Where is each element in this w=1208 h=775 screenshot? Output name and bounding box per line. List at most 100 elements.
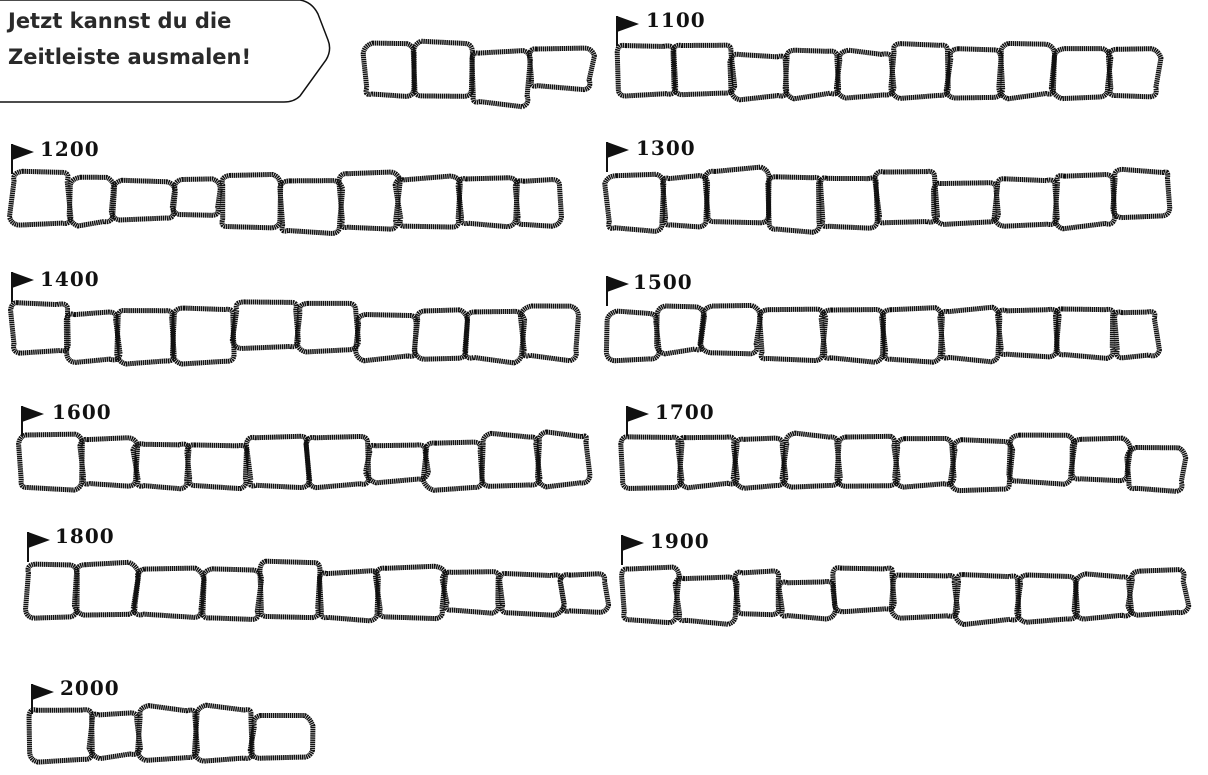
timeline-box[interactable] (517, 303, 581, 364)
timeline-box[interactable] (8, 300, 71, 356)
timeline-box[interactable] (937, 304, 1003, 365)
timeline-box[interactable] (833, 47, 897, 101)
timeline-box[interactable] (1125, 567, 1192, 618)
timeline-box[interactable] (619, 564, 682, 626)
timeline-box[interactable] (757, 306, 829, 364)
timeline-box[interactable] (71, 559, 142, 618)
timeline-box[interactable] (603, 308, 662, 364)
timeline-box[interactable] (336, 169, 403, 232)
timeline-box[interactable] (169, 176, 223, 218)
timeline-box[interactable] (670, 42, 738, 98)
timeline-box[interactable] (672, 574, 740, 627)
timeline-box[interactable] (818, 175, 880, 231)
timeline-box[interactable] (779, 430, 843, 490)
timeline-box[interactable] (618, 434, 685, 491)
timeline-box[interactable] (512, 177, 564, 229)
timeline-box[interactable] (6, 168, 74, 228)
timeline-box[interactable] (1052, 306, 1116, 361)
timeline-box[interactable] (995, 306, 1062, 360)
timeline-box[interactable] (77, 435, 141, 489)
timeline-box[interactable] (191, 702, 255, 764)
timeline-box[interactable] (200, 566, 265, 622)
timeline-box[interactable] (776, 579, 839, 622)
timeline-box[interactable] (317, 568, 381, 624)
timeline-box[interactable] (303, 433, 372, 491)
timeline-box[interactable] (697, 302, 764, 357)
timeline-box[interactable] (1112, 309, 1162, 361)
timeline-box[interactable] (535, 429, 593, 490)
timeline-box[interactable] (872, 168, 940, 226)
timeline-box[interactable] (602, 171, 667, 234)
timeline-box[interactable] (63, 309, 123, 365)
timeline-box[interactable] (392, 173, 463, 230)
timeline-box[interactable] (1071, 571, 1134, 622)
timeline-box[interactable] (830, 565, 897, 615)
timeline-box[interactable] (26, 707, 95, 765)
timeline-box[interactable] (108, 177, 178, 223)
timeline-box[interactable] (782, 47, 842, 102)
timeline-box[interactable] (439, 569, 501, 616)
timeline-box[interactable] (1014, 572, 1080, 625)
timeline-box[interactable] (614, 42, 679, 99)
timeline-box[interactable] (879, 305, 945, 365)
timeline-box[interactable] (294, 300, 362, 355)
timeline-box[interactable] (834, 433, 901, 489)
timeline-box[interactable] (702, 164, 772, 226)
timeline-box[interactable] (947, 437, 1016, 494)
timeline-box[interactable] (247, 713, 316, 761)
timeline-box[interactable] (243, 433, 313, 491)
timeline-box[interactable] (66, 174, 118, 229)
timeline-box[interactable] (462, 308, 528, 366)
timeline-box[interactable] (497, 571, 567, 618)
timeline-box[interactable] (23, 561, 80, 621)
century-label-1600: 1600 (52, 400, 112, 424)
timeline-box[interactable] (353, 312, 419, 364)
timeline-box[interactable] (219, 171, 284, 231)
timeline-box[interactable] (888, 41, 951, 101)
timeline-box[interactable] (277, 178, 346, 236)
timeline-box[interactable] (730, 435, 789, 491)
timeline-box[interactable] (135, 703, 200, 763)
timeline-box[interactable] (732, 568, 782, 618)
timeline-box[interactable] (469, 48, 533, 110)
timeline-box[interactable] (818, 307, 887, 365)
timeline-box[interactable] (257, 558, 323, 621)
timeline-box[interactable] (526, 45, 597, 93)
timeline-box[interactable] (360, 40, 417, 99)
timeline-box[interactable] (727, 51, 790, 103)
timeline-box[interactable] (931, 180, 1001, 227)
timeline-box[interactable] (410, 38, 475, 99)
timeline-box[interactable] (114, 308, 177, 367)
timeline-box[interactable] (1110, 166, 1173, 221)
timeline-box[interactable] (676, 434, 740, 491)
timeline-box[interactable] (660, 173, 711, 230)
timeline-box[interactable] (372, 563, 449, 622)
timeline-box[interactable] (1069, 435, 1134, 484)
timeline-box[interactable] (1006, 432, 1078, 487)
timeline-box[interactable] (996, 40, 1058, 102)
timeline-box[interactable] (229, 299, 301, 351)
timeline-box[interactable] (765, 174, 822, 235)
timeline-box[interactable] (892, 435, 957, 490)
timeline-box[interactable] (1124, 445, 1189, 494)
timeline-box[interactable] (943, 46, 1006, 101)
timeline-box[interactable] (130, 565, 207, 620)
timeline-box[interactable] (130, 441, 192, 492)
timeline-box[interactable] (1106, 46, 1164, 100)
timeline-box[interactable] (1052, 172, 1118, 232)
timeline-box[interactable] (479, 430, 543, 489)
timeline-box[interactable] (184, 442, 250, 492)
timeline-box[interactable] (169, 305, 237, 367)
timeline-box[interactable] (557, 571, 612, 615)
timeline-box[interactable] (455, 175, 520, 230)
timeline-box[interactable] (363, 442, 431, 486)
timeline-box[interactable] (411, 307, 470, 362)
timeline-box[interactable] (1048, 46, 1114, 102)
timeline-box[interactable] (991, 176, 1060, 229)
timeline-box[interactable] (952, 572, 1022, 627)
timeline-box[interactable] (420, 439, 485, 493)
timeline-box[interactable] (16, 431, 85, 493)
timeline-box[interactable] (888, 572, 961, 621)
timeline-box[interactable] (654, 303, 707, 357)
timeline-box[interactable] (86, 710, 143, 762)
